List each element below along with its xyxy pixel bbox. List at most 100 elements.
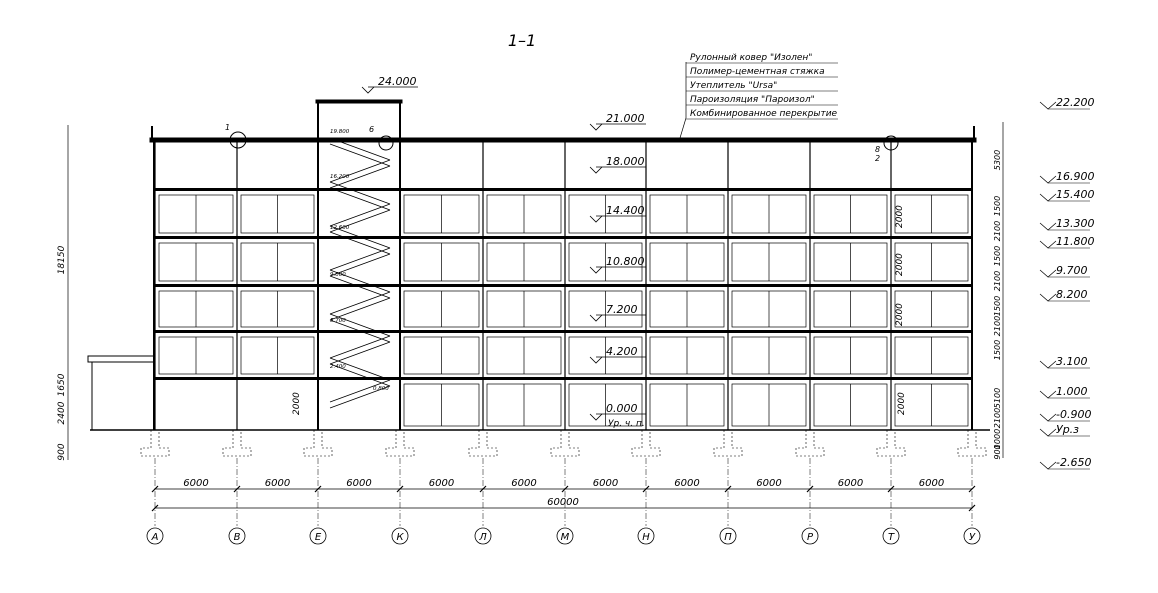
stair-flight [329,291,391,315]
stair-level-mark: 19.800 [330,129,350,135]
floor-slab [154,377,972,380]
floor-slab [154,330,972,333]
entrance-porch [87,355,155,363]
right-dimension: 1500 [993,296,1002,316]
stair-flight [329,269,391,293]
right-dimension: 2100 [993,271,1002,291]
elevation-mark: 18.000 [606,155,645,168]
stair-level-mark: 12.600 [330,225,350,231]
grid-axis-bubble [146,527,164,545]
right-elevation-mark: 3.100 [1056,355,1088,368]
ground-level-label: Ур. ч. п. [608,419,645,429]
stair-flight [329,253,391,277]
grid-axis-bubble [228,527,246,545]
stair-flight [329,181,391,205]
grid-axis-bubble [637,527,655,545]
node-callout-1 [229,131,247,149]
roof-slab [149,137,977,143]
grid-axis-label: Л [478,532,487,543]
node-mark-8: 8 [875,145,880,154]
foundation-footing [468,430,498,457]
stair-level-mark: 16.200 [330,174,350,180]
grid-axis-bubble [474,527,492,545]
grid-axis-bubble [719,527,737,545]
floor-slab [154,284,972,287]
left-dimension: 1650 [57,373,67,396]
grid-axis-bubble [309,527,327,545]
grid-axis-bubble [801,527,819,545]
span-dimension: 6000 [756,478,781,489]
grid-axis-label: К [396,532,404,543]
right-dimension: 1500 [993,246,1002,266]
grid-axis-bubble [556,527,574,545]
right-dimension: 1500 [993,196,1002,216]
grid-axis-label: В [234,532,241,543]
right-dimension: 5100 [993,388,1002,408]
grid-axis-label: Р [807,532,814,543]
stair-flight [329,165,391,189]
right-dimension: 2100 [993,408,1002,428]
span-dimension: 6000 [429,478,454,489]
elevation-mark: 0.000 [606,402,638,415]
sill-height: 2000 [292,392,302,415]
building-body [87,99,990,457]
stair-level-mark: 0.800 [373,386,389,392]
stair-flight [329,209,391,233]
stair-flight [329,159,391,183]
foundation-footing [385,430,415,457]
elevation-mark: 14.400 [606,204,645,217]
stair-flight [329,203,391,227]
stair-flight [329,363,391,387]
stair-flight [329,187,391,211]
left-dimension: 2400 [57,401,67,424]
span-dimension: 6000 [511,478,536,489]
right-elevation-mark: Ур.з [1056,423,1079,436]
roof-layer-label: Рулонный ковер "Изолен" [690,53,812,63]
stair-flight [329,247,391,271]
span-dimension: 6000 [674,478,699,489]
stair-flight [329,341,391,365]
right-elevation-mark: 13.300 [1056,217,1095,230]
right-elevation-mark: 15.400 [1056,188,1095,201]
grid-axis-label: М [561,532,570,543]
span-dimension: 6000 [919,478,944,489]
right-dimension: 1500 [993,340,1002,360]
sill-height: 2000 [895,205,905,228]
elevation-mark: 4.200 [606,345,638,358]
grid-axis-bubble [882,527,900,545]
node-callout-8 [883,135,899,151]
right-dimension: 2100 [993,221,1002,241]
left-dimension: 900 [57,443,67,460]
stair-level-mark: 9.000 [330,272,346,278]
stair-flight [329,319,391,343]
foundation-footing [550,430,580,457]
node-mark-1: 1 [225,123,230,132]
stair-flight [329,313,391,337]
stair-flight [329,335,391,359]
span-dimension: 6000 [183,478,208,489]
elevation-mark: 7.200 [606,303,638,316]
right-dimension: 5300 [993,150,1002,170]
span-dimension: 6000 [838,478,863,489]
node-callout-6 [378,135,394,151]
grid-axis-label: Н [642,532,650,543]
stair-flight [329,137,391,161]
foundation-footing [957,430,987,457]
roof-layer-label: Утеплитель "Ursa" [690,81,777,91]
right-elevation-mark: 8.200 [1056,288,1088,301]
foundation-footing [631,430,661,457]
roof-layer-label: Комбинированное перекрытие [690,109,838,119]
foundation-footing [876,430,906,457]
stair-flight [329,275,391,299]
stair-level-mark: 2.400 [330,364,346,370]
grid-axis-bubble [391,527,409,545]
sill-height: 2000 [895,253,905,276]
grid-axis-label: Т [888,532,895,543]
grid-axis-label: А [151,532,159,543]
total-span-dimension: 60000 [547,497,579,508]
foundation-footing [140,430,170,457]
roof-layer-label: Полимер-цементная стяжка [690,67,825,77]
stair-level-mark: 5.700 [330,318,346,324]
right-elevation-mark: 1.000 [1056,385,1088,398]
